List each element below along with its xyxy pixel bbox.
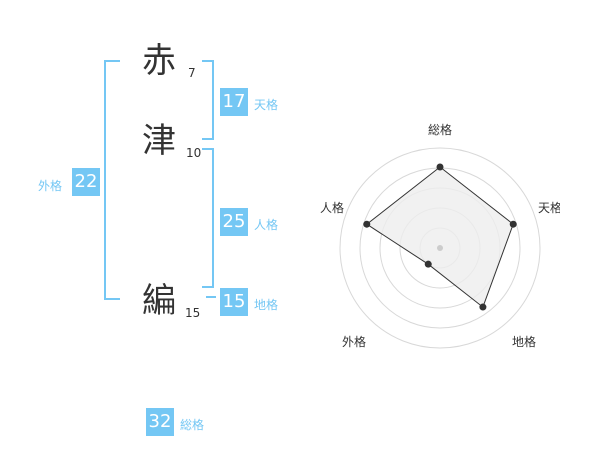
tenkaku-value: 17 <box>220 88 248 116</box>
radar-axis-label-jinkaku: 人格 <box>320 200 344 215</box>
soukaku-value: 32 <box>146 408 174 436</box>
chikaku-label: 地格 <box>254 298 279 312</box>
radar-polygon <box>365 166 514 308</box>
name-char-2: 津 <box>142 121 176 161</box>
radar-point <box>479 303 487 311</box>
radar-point <box>363 220 371 228</box>
radar-point <box>436 163 444 171</box>
radar-chart: 総格 天格 地格 外格 人格 <box>320 122 560 349</box>
jinkaku-value: 25 <box>220 208 248 236</box>
gaikaku-bracket <box>104 60 120 300</box>
jinkaku-label: 人格 <box>254 218 279 232</box>
stroke-count-3: 15 <box>185 306 201 320</box>
jinkaku-bracket <box>202 148 214 288</box>
radar-point <box>509 220 517 228</box>
soukaku-label: 総格 <box>180 418 205 432</box>
name-char-3: 編 <box>142 281 176 321</box>
radar-ring <box>339 147 541 349</box>
radar-point <box>424 260 432 268</box>
radar-axis-label-chikaku: 地格 <box>512 334 536 349</box>
radar-points <box>363 163 517 311</box>
tenkaku-label: 天格 <box>254 98 279 112</box>
radar-axis-label-soukaku: 総格 <box>428 122 452 137</box>
name-char-1: 赤 <box>142 41 176 81</box>
chikaku-value: 15 <box>220 288 248 316</box>
radar-axis-label-gaikaku: 外格 <box>342 334 366 349</box>
gaikaku-label: 外格 <box>38 179 63 193</box>
stroke-count-1: 7 <box>188 66 196 80</box>
stroke-count-2: 10 <box>186 146 202 160</box>
radar-axis-label-tenkaku: 天格 <box>538 200 560 215</box>
gaikaku-value: 22 <box>72 168 100 196</box>
tenkaku-bracket <box>202 60 214 140</box>
chikaku-connector <box>206 296 216 298</box>
radar-center-dot <box>437 245 443 251</box>
